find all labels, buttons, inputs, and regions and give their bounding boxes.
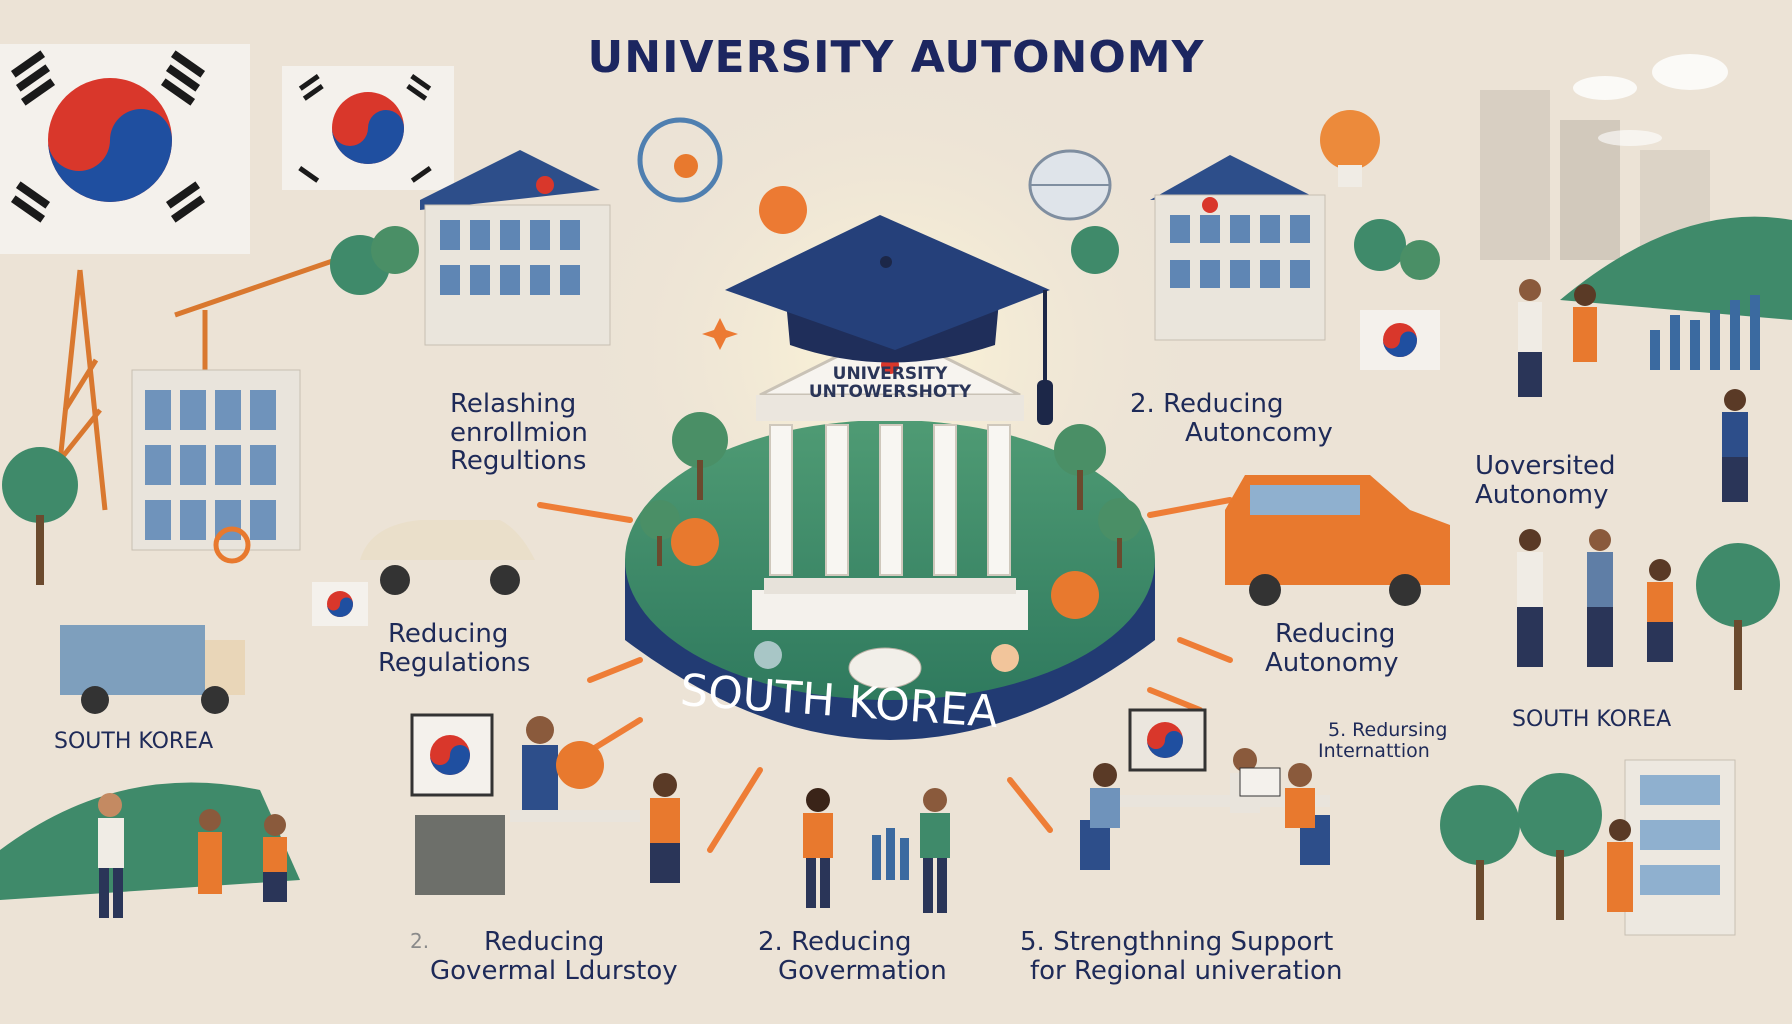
label-reducing-autonomy-top: 2. Reducing Autoncomy — [1130, 390, 1333, 447]
label-line: Autonomy — [1265, 647, 1399, 678]
label-line: Autoncomy — [1185, 417, 1333, 448]
label-line: Reducing — [388, 619, 509, 649]
label-line: Relashing — [450, 389, 577, 419]
label-south-korea-left: SOUTH KOREA — [54, 729, 214, 754]
korean-flag-tiny — [312, 582, 368, 626]
label-line: 5. Strengthning Support — [1020, 927, 1334, 957]
pediment-text: UNIVERSITY UNTOWERSHOTY — [775, 364, 1005, 402]
label-line: Uoversited — [1475, 451, 1616, 481]
office-building-left — [131, 369, 301, 551]
meeting-scene-left — [410, 713, 680, 895]
label-line: Regulations — [378, 647, 531, 678]
office-team-scene — [1080, 708, 1330, 870]
label-bottom-reducing-governation: 2. Reducing Govermation — [758, 928, 947, 985]
label-internation: 5. Redursing Internattion — [1318, 720, 1447, 762]
label-line: Reducing — [1275, 619, 1396, 649]
car-left — [360, 520, 535, 595]
truck-left — [60, 625, 245, 714]
label-line: 5. Redursing — [1328, 719, 1448, 741]
label-bottom-reducing-governal: Reducing Govermal Ldurstoy — [430, 928, 678, 985]
korean-flag-large — [0, 44, 250, 254]
label-bottom-num: 2. — [410, 929, 430, 953]
label-line: for Regional univeration — [1030, 955, 1343, 986]
people-right-mid — [1517, 529, 1673, 667]
label-line: Reducing — [484, 927, 605, 957]
label-line: Internattion — [1318, 739, 1430, 762]
people-chart-center — [803, 788, 950, 913]
label-line: Govermation — [778, 955, 947, 986]
label-reducing-regulations: Reducing Regulations — [378, 620, 530, 677]
people-right-top — [1518, 279, 1748, 502]
korean-flag-right-small — [1360, 310, 1440, 370]
label-bottom-strengthening-support: 5. Strengthning Support for Regional uni… — [1020, 928, 1342, 985]
van-right — [1225, 475, 1450, 606]
graduation-cap — [725, 215, 1053, 425]
globe-icon — [1028, 149, 1112, 221]
page-title: UNIVERSITY AUTONOMY — [587, 32, 1205, 83]
building-bottom-right — [1624, 759, 1736, 936]
pediment-line-1: UNIVERSITY — [832, 364, 948, 384]
label-relaxing-enrollment: Relashing enrollmion Regultions — [450, 390, 588, 476]
hill-top-right — [1560, 216, 1792, 320]
bar-chart-right — [1650, 295, 1760, 370]
label-line: Autonomy — [1475, 479, 1609, 510]
label-line: 2. Reducing — [1130, 389, 1284, 419]
connector-arrows — [537, 497, 1233, 853]
university-temple — [752, 328, 1028, 630]
pediment-line-2: UNTOWERSHOTY — [808, 381, 972, 402]
label-university-autonomy-right: Uoversited Autonomy — [1475, 452, 1615, 509]
label-south-korea-right: SOUTH KOREA — [1512, 707, 1672, 732]
university-building-right — [1150, 155, 1326, 341]
university-building-left — [420, 150, 611, 346]
hill-bottom-left — [0, 782, 300, 900]
label-line: Regultions — [450, 446, 587, 477]
lightbulb-icon — [1320, 110, 1380, 187]
label-reducing-autonomy-mid: Reducing Autonomy — [1265, 620, 1398, 677]
people-bottom-left — [98, 793, 287, 918]
label-line: Govermal Ldurstoy — [430, 955, 678, 986]
korean-flag-small — [282, 66, 454, 190]
label-line: enrollmion — [450, 417, 588, 448]
label-line: 2. Reducing — [758, 927, 912, 957]
